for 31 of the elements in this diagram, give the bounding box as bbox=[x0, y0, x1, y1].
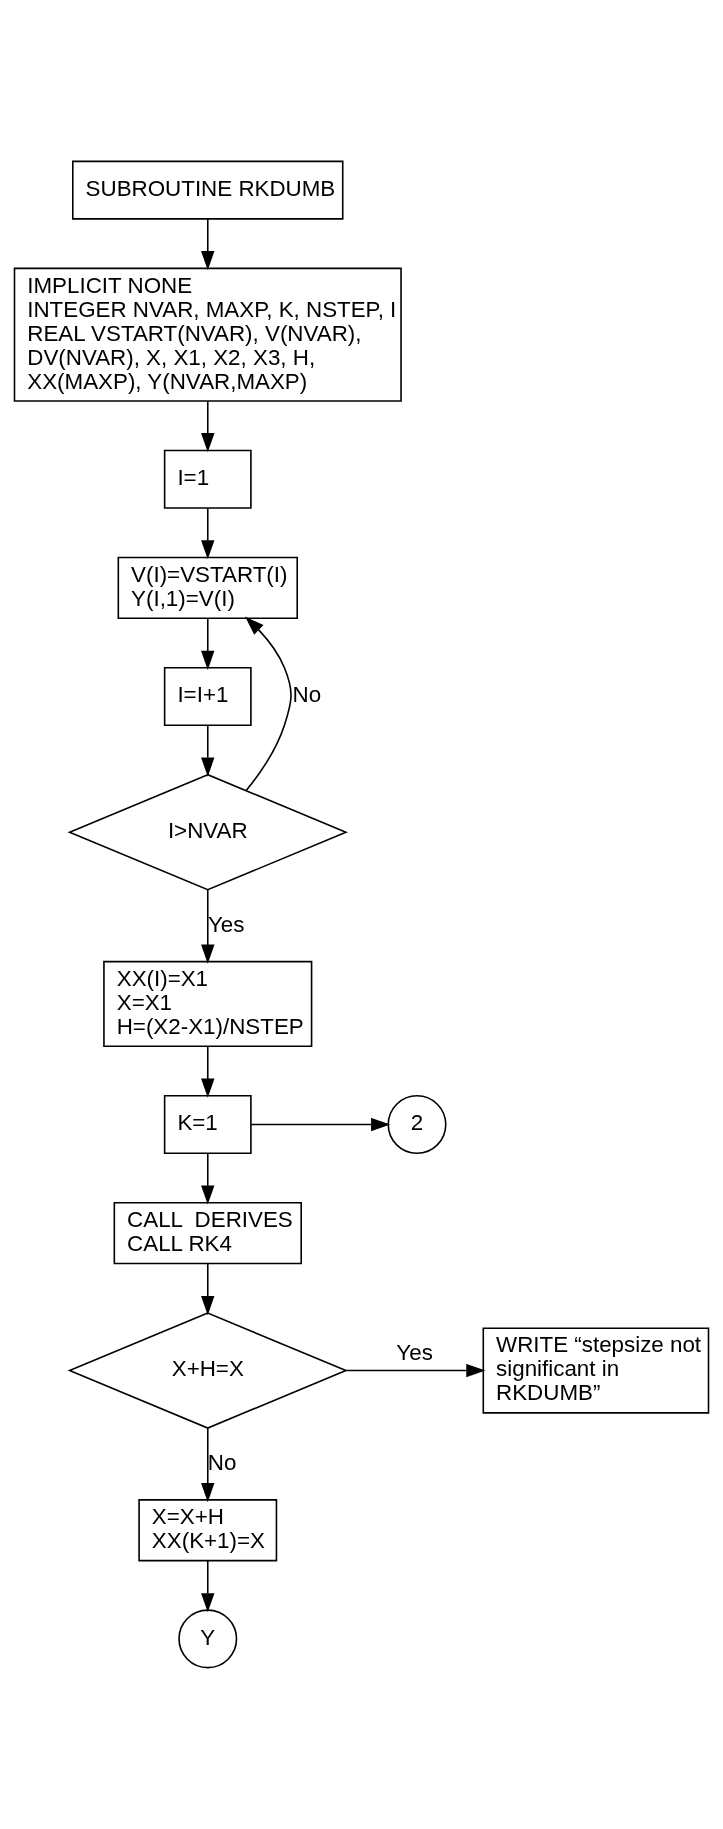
arrow bbox=[201, 1263, 215, 1316]
arrow bbox=[201, 1559, 215, 1613]
node-box: WRITE “stepsize not significant in RKDUMB” bbox=[482, 1327, 710, 1414]
node-box: XX(I)=X1 X=X1 H=(X2-X1)/NSTEP bbox=[103, 960, 313, 1048]
node-box: I=1 bbox=[163, 449, 252, 509]
arrow bbox=[201, 1427, 215, 1503]
node-diamond: X+H=X bbox=[67, 1312, 348, 1429]
arrow bbox=[201, 218, 215, 271]
arrow bbox=[201, 1045, 215, 1098]
edge-label: No bbox=[292, 682, 322, 708]
node-box: IMPLICIT NONE INTEGER NVAR, MAXP, K, NSTEP, I REAL VSTART(NVAR), V(NVAR), DV(NVAR), X, X1, X2, X3, H, XX(MAXP), Y(NVAR,MAXP) bbox=[13, 267, 402, 402]
node-box: I=I+1 bbox=[163, 666, 252, 726]
arrow bbox=[250, 1117, 391, 1132]
node-circle: 2 bbox=[387, 1095, 447, 1155]
node-box: X=X+H XX(K+1)=X bbox=[138, 1499, 278, 1562]
edge-label: No bbox=[207, 1449, 237, 1475]
arrow bbox=[201, 889, 215, 964]
node-box: SUBROUTINE RKDUMB bbox=[72, 160, 344, 220]
arrow bbox=[201, 724, 215, 777]
arrow bbox=[245, 616, 292, 792]
arrow bbox=[345, 1363, 486, 1378]
node-circle: Y bbox=[178, 1609, 238, 1669]
node-box: K=1 bbox=[163, 1095, 252, 1155]
node-diamond: I>NVAR bbox=[67, 773, 348, 891]
arrow bbox=[201, 507, 215, 560]
arrow bbox=[201, 617, 215, 670]
arrow bbox=[201, 1153, 215, 1205]
arrow bbox=[201, 400, 215, 453]
node-box: V(I)=VSTART(I) Y(I,1)=V(I) bbox=[117, 556, 298, 619]
edge-label: Yes bbox=[396, 1339, 433, 1365]
node-box: CALL DERIVES CALL RK4 bbox=[113, 1202, 302, 1265]
